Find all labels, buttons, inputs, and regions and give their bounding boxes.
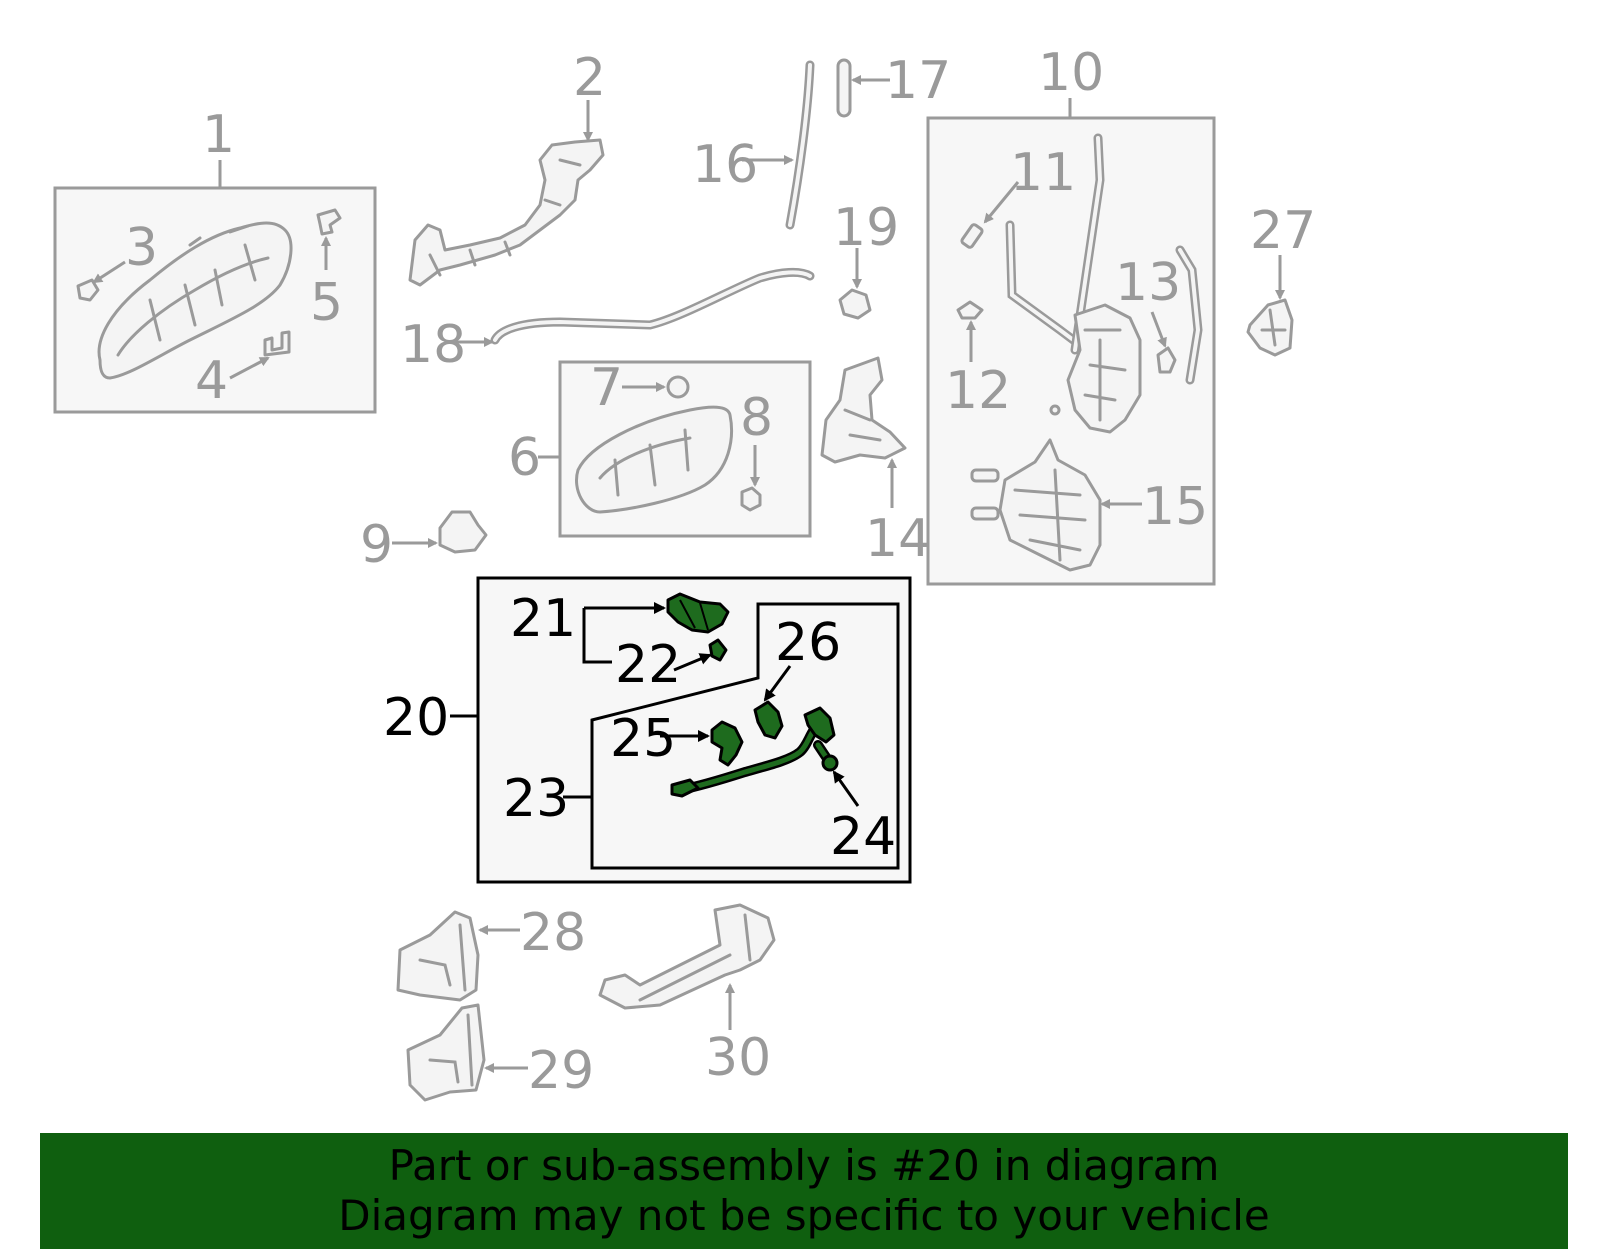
part-15-latch[interactable]: [970, 438, 1142, 572]
callout-21: 21: [510, 589, 576, 649]
part-22-clip[interactable]: [673, 638, 728, 672]
callout-9: 9: [360, 515, 393, 575]
part-10-latch-body[interactable]: [1049, 303, 1142, 434]
callout-19: 19: [833, 198, 899, 258]
callout-12: 12: [945, 361, 1011, 421]
footer-banner: Part or sub-assembly is #20 in diagram D…: [40, 1133, 1568, 1249]
group-23-box[interactable]: [563, 602, 900, 870]
callout-11: 11: [1010, 143, 1076, 203]
part-21-22-leader: [582, 602, 666, 664]
part-27-striker[interactable]: [1246, 255, 1294, 357]
footer-line-1: Part or sub-assembly is #20 in diagram: [388, 1141, 1220, 1190]
part-1-outer-handle[interactable]: [97, 221, 293, 380]
part-8-cap[interactable]: [740, 445, 762, 512]
callout-30: 30: [705, 1028, 771, 1088]
callout-29: 29: [528, 1041, 594, 1101]
callout-5: 5: [310, 273, 343, 333]
callout-27: 27: [1250, 201, 1316, 261]
part-3-screw[interactable]: [76, 260, 126, 302]
callout-8: 8: [740, 388, 773, 448]
callout-17: 17: [885, 51, 951, 111]
part-28-hinge[interactable]: [396, 910, 520, 1002]
part-14-bracket[interactable]: [820, 356, 907, 508]
part-25-clip[interactable]: [660, 720, 744, 767]
callout-13: 13: [1115, 253, 1181, 313]
callout-15: 15: [1142, 477, 1208, 537]
part-2-handle-base[interactable]: [408, 100, 605, 287]
callout-16: 16: [692, 135, 758, 195]
callout-2: 2: [573, 48, 606, 108]
part-10-latch-rods[interactable]: [1005, 133, 1203, 385]
callout-20: 20: [383, 688, 449, 748]
part-29-hinge[interactable]: [406, 1003, 528, 1102]
part-26-clip[interactable]: [753, 665, 792, 740]
callout-14: 14: [865, 509, 931, 569]
part-21-lock-cylinder[interactable]: [666, 592, 730, 634]
part-4-clip[interactable]: [229, 330, 291, 380]
part-30-door-check[interactable]: [598, 903, 776, 1030]
callout-10: 10: [1038, 43, 1104, 103]
part-24-clip[interactable]: [821, 754, 860, 807]
callout-28: 28: [520, 903, 586, 963]
part-7-screw[interactable]: [622, 375, 690, 399]
part-6-inner-handle[interactable]: [575, 405, 734, 514]
callout-labels: 1 2 3 4 5 6 7 8 9 10 11 12 13 14 15 16 1…: [125, 43, 1316, 1101]
part-13-clip[interactable]: [1150, 311, 1177, 374]
callout-18: 18: [400, 315, 466, 375]
part-18-rod[interactable]: [455, 267, 815, 347]
part-11-screw[interactable]: [960, 181, 1020, 249]
callout-25: 25: [610, 709, 676, 769]
footer-line-2: Diagram may not be specific to your vehi…: [338, 1191, 1270, 1240]
part-17-rod-clip[interactable]: [836, 58, 890, 118]
part-5-grommet[interactable]: [316, 208, 342, 270]
callout-3: 3: [125, 218, 158, 278]
callout-24: 24: [830, 807, 896, 867]
callout-7: 7: [590, 358, 623, 418]
callout-23: 23: [503, 769, 569, 829]
callout-6: 6: [508, 428, 541, 488]
callout-1: 1: [202, 105, 235, 165]
part-16-rod[interactable]: [742, 60, 815, 230]
callout-4: 4: [195, 351, 228, 411]
callout-26: 26: [775, 613, 841, 673]
callout-22: 22: [615, 635, 681, 695]
part-9-bracket[interactable]: [392, 510, 488, 554]
part-19-clip[interactable]: [838, 248, 872, 320]
part-12-clip[interactable]: [956, 300, 984, 362]
